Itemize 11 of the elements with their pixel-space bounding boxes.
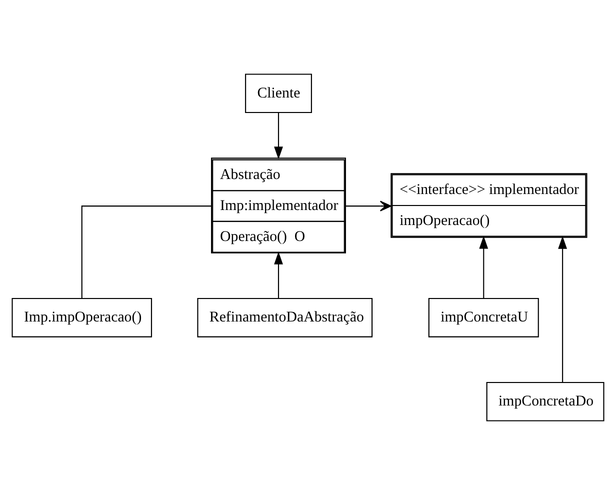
connector <box>81 206 212 298</box>
node-box: impConcretaU <box>428 298 539 338</box>
node-box: Imp.impOperacao() <box>12 298 152 338</box>
node-box: Cliente <box>245 74 312 114</box>
node-box: impConcretaDo <box>486 382 604 422</box>
arrow <box>274 112 283 160</box>
arrow <box>274 252 283 298</box>
arrow <box>479 236 488 298</box>
node-box: RefinamentoDaAbstração <box>197 298 373 338</box>
arrow <box>558 236 568 382</box>
arrow <box>346 200 392 212</box>
